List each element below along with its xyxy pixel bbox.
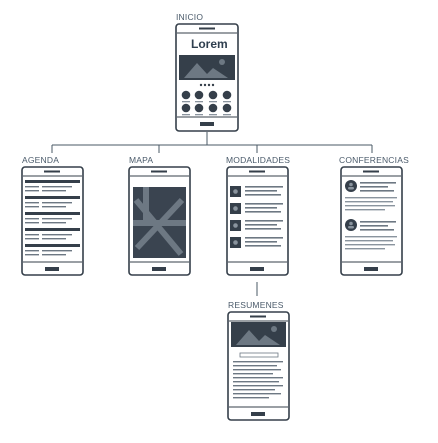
phone-modalidades [226, 166, 289, 276]
agenda-list [25, 180, 80, 256]
phone-agenda [21, 166, 84, 276]
map-icon [133, 187, 186, 258]
label-modalidades: MODALIDADES [226, 155, 290, 165]
carousel-dots [199, 83, 215, 87]
phone-resumenes [227, 311, 290, 421]
phone-conferencias [340, 166, 403, 276]
label-agenda: AGENDA [22, 155, 59, 165]
inicio-heading: Lorem [191, 37, 228, 51]
label-resumenes: RESUMENES [228, 300, 284, 310]
image-placeholder-icon [231, 322, 286, 347]
phone-mapa [128, 166, 191, 276]
menu-icons-grid [181, 90, 232, 116]
label-inicio: INICIO [176, 12, 203, 22]
connector-lines [51, 132, 373, 296]
label-conferencias: CONFERENCIAS [339, 155, 409, 165]
phone-inicio: Lorem [175, 23, 239, 132]
modalidades-list [230, 186, 283, 248]
conferencias-list [345, 180, 397, 250]
image-placeholder-icon [179, 55, 235, 80]
resumenes-content [233, 352, 283, 399]
label-mapa: MAPA [129, 155, 153, 165]
